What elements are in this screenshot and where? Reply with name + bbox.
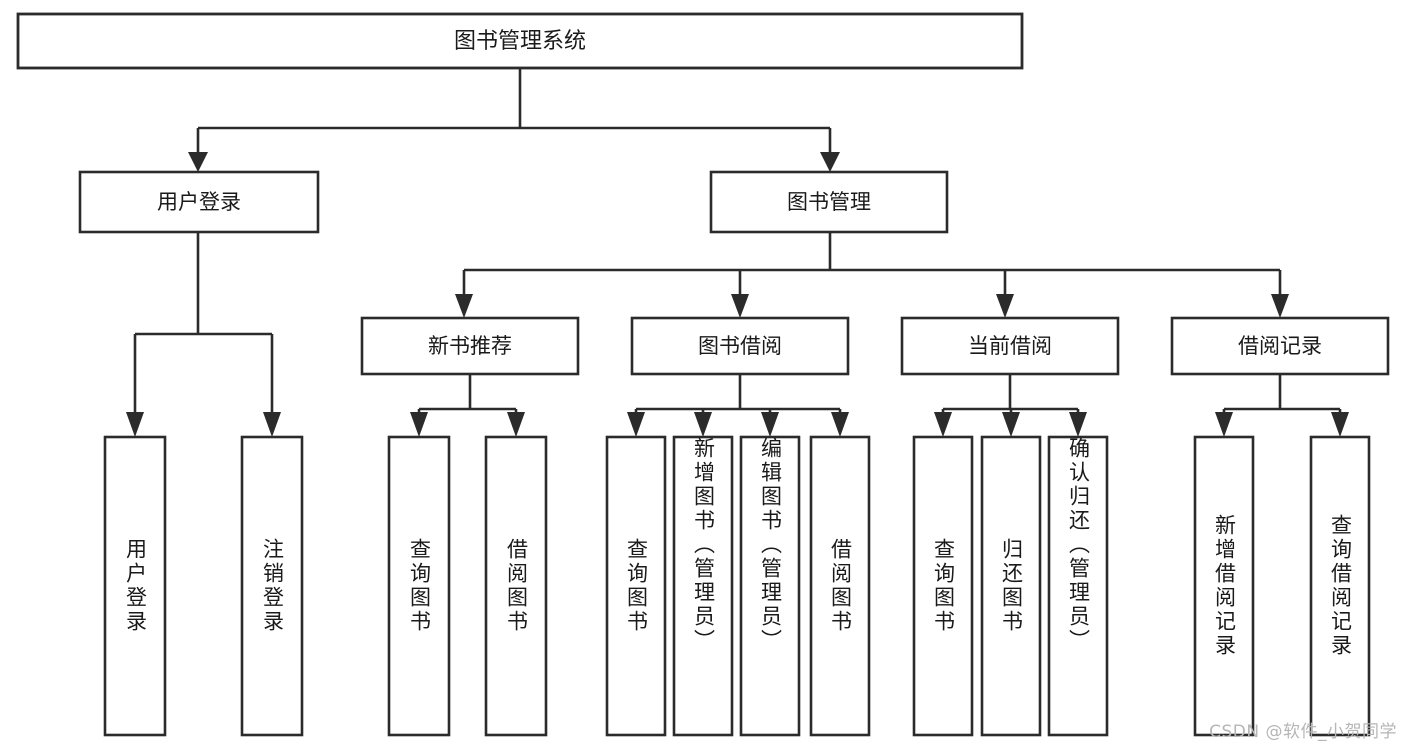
- connector-group-book-borrow: [627, 374, 849, 437]
- node-book-borrow[interactable]: [630, 316, 850, 376]
- arrowhead-bb-4: [831, 412, 849, 437]
- arrowhead-l2-2: [731, 294, 749, 318]
- arrowhead-nb-2: [507, 412, 525, 437]
- leaf-boxes-book-borrow: [605, 435, 871, 737]
- leaf-boxes-user-login: [103, 435, 304, 737]
- connector-group-current-borrow: [934, 374, 1087, 437]
- node-book-borrow-label: 图书借阅: [698, 334, 782, 358]
- leaf-box-user-login-2[interactable]: [240, 435, 304, 737]
- leaf-box-new-book-2[interactable]: [484, 435, 548, 737]
- leaf-boxes-current-borrow: [912, 435, 1109, 737]
- leaf-box-book-borrow-2[interactable]: [672, 435, 734, 737]
- node-root[interactable]: [16, 12, 1024, 70]
- arrowhead-user-login: [188, 152, 208, 172]
- arrowhead-l2-3: [996, 294, 1014, 318]
- arrowhead-book-manage: [820, 152, 840, 172]
- node-borrow-record[interactable]: [1170, 316, 1390, 376]
- leaf-box-current-borrow-1[interactable]: [912, 435, 974, 737]
- connector-group-user-login: [126, 232, 281, 437]
- node-new-book-recommend[interactable]: [360, 316, 580, 376]
- leaf-box-user-login-1[interactable]: [103, 435, 167, 737]
- leaf-box-borrow-record-1[interactable]: [1193, 435, 1255, 737]
- arrowhead-br-2: [1331, 412, 1349, 437]
- arrowhead-br-1: [1215, 412, 1233, 437]
- node-current-borrow-label: 当前借阅: [968, 334, 1052, 358]
- leaf-box-current-borrow-3[interactable]: [1047, 435, 1109, 737]
- leaf-box-book-borrow-1[interactable]: [605, 435, 667, 737]
- leaf-boxes-new-book-recommend: [387, 435, 548, 737]
- connector-group-book-manage: [455, 232, 1289, 318]
- leaf-boxes-borrow-record: [1193, 435, 1371, 737]
- arrowhead-bb-2: [694, 412, 712, 437]
- node-book-manage-label: 图书管理: [787, 190, 871, 214]
- node-new-book-recommend-label: 新书推荐: [428, 334, 512, 358]
- arrowhead-nb-1: [410, 412, 428, 437]
- arrowhead-bb-3: [761, 412, 779, 437]
- arrowhead-cb-1: [934, 412, 952, 437]
- node-root-label: 图书管理系统: [454, 29, 586, 54]
- leaf-box-current-borrow-2[interactable]: [980, 435, 1042, 737]
- arrowhead-ul-2: [263, 412, 281, 437]
- leaf-box-book-borrow-4[interactable]: [809, 435, 871, 737]
- node-user-login[interactable]: [78, 170, 320, 234]
- arrowhead-cb-2: [1002, 412, 1020, 437]
- leaf-box-borrow-record-2[interactable]: [1309, 435, 1371, 737]
- leaf-box-new-book-1[interactable]: [387, 435, 451, 737]
- connector-group-new-book: [410, 374, 525, 437]
- node-user-login-label: 用户登录: [157, 190, 241, 214]
- connector-group-root: [188, 68, 840, 172]
- node-current-borrow[interactable]: [900, 316, 1120, 376]
- connector-group-borrow-record: [1215, 374, 1349, 437]
- node-borrow-record-label: 借阅记录: [1238, 334, 1322, 358]
- arrowhead-cb-3: [1069, 412, 1087, 437]
- arrowhead-l2-1: [455, 294, 473, 318]
- arrowhead-bb-1: [627, 412, 645, 437]
- leaf-box-book-borrow-3[interactable]: [739, 435, 801, 737]
- arrowhead-ul-1: [126, 412, 144, 437]
- node-book-manage[interactable]: [709, 170, 949, 234]
- arrowhead-l2-4: [1271, 294, 1289, 318]
